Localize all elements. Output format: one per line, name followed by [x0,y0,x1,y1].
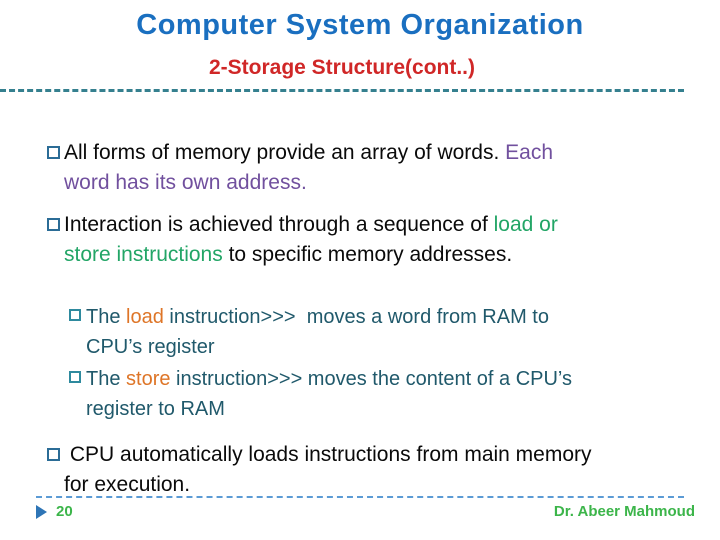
text-line: for execution. [64,470,700,500]
text-segment: store [126,368,171,390]
text-segment: The [86,306,127,328]
bottom-dashed-divider [36,496,684,498]
text-line: store instructions to specific memory ad… [64,240,700,270]
text-segment: The [86,368,127,390]
sub-bullet-item-load: The load instruction>>> moves a word fro… [69,302,700,362]
bullet-square-icon [47,146,60,159]
bullet-text: The store instruction>>> moves the conte… [86,364,700,424]
text-line: register to RAM [86,394,700,424]
bullet-item-cpu-loads: CPU automatically loads instructions fro… [47,440,700,500]
slide-arrow-icon [36,504,47,519]
text-segment: for execution. [64,473,191,496]
text-line: CPU’s register [86,332,700,362]
text-segment: instruction>>> moves a word from RAM to [163,306,549,328]
text-segment: Each [505,141,554,164]
page-number: 20 [56,503,73,520]
bullet-text: CPU automatically loads instructions fro… [64,440,700,500]
bullet-item-interaction: Interaction is achieved through a sequen… [47,210,700,270]
text-segment: load or [493,213,558,236]
text-line: The load instruction>>> moves a word fro… [86,302,700,332]
text-line: The store instruction>>> moves the conte… [86,364,700,394]
sub-bullet-square-icon [69,371,81,383]
bullet-square-icon [47,218,60,231]
slide-footer: 20 Dr. Abeer Mahmoud [36,503,695,520]
text-segment: All forms of memory provide an array of … [64,141,506,164]
text-segment: word has its own address. [64,171,307,194]
text-segment: CPU automatically loads instructions fro… [64,443,592,466]
footer-author: Dr. Abeer Mahmoud [553,503,695,520]
text-line: Interaction is achieved through a sequen… [64,210,700,240]
text-line: CPU automatically loads instructions fro… [64,440,700,470]
text-segment: to specific memory addresses. [222,243,513,266]
bullet-item-memory-words: All forms of memory provide an array of … [47,138,700,198]
text-segment: store instructions [64,243,223,266]
sub-bullet-item-store: The store instruction>>> moves the conte… [69,364,700,424]
slide-subtitle: 2-Storage Structure(cont..) [208,56,476,79]
text-segment: load [126,306,164,328]
text-line: word has its own address. [64,168,700,198]
bullet-text: The load instruction>>> moves a word fro… [86,302,700,362]
top-dashed-divider [0,89,684,92]
text-segment: register to RAM [86,398,225,420]
bullet-text: All forms of memory provide an array of … [64,138,700,198]
bullet-text: Interaction is achieved through a sequen… [64,210,700,270]
sub-bullet-square-icon [69,309,81,321]
slide-body: All forms of memory provide an array of … [0,138,720,500]
bullet-square-icon [47,448,60,461]
slide-title: Computer System Organization [136,9,584,41]
text-segment: Interaction is achieved through a sequen… [64,213,494,236]
text-line: All forms of memory provide an array of … [64,138,700,168]
page-number-group: 20 [36,503,73,520]
text-segment: CPU’s register [86,336,215,358]
text-segment: instruction>>> moves the content of a CP… [170,368,573,390]
